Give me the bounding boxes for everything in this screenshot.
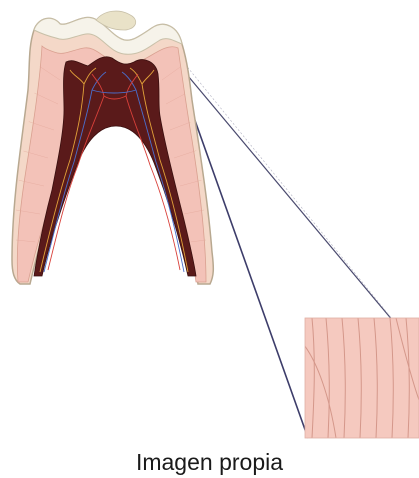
dentin-zoom-inset [300, 318, 419, 438]
image-caption: Imagen propia [0, 449, 419, 475]
tooth-illustration [12, 11, 213, 284]
